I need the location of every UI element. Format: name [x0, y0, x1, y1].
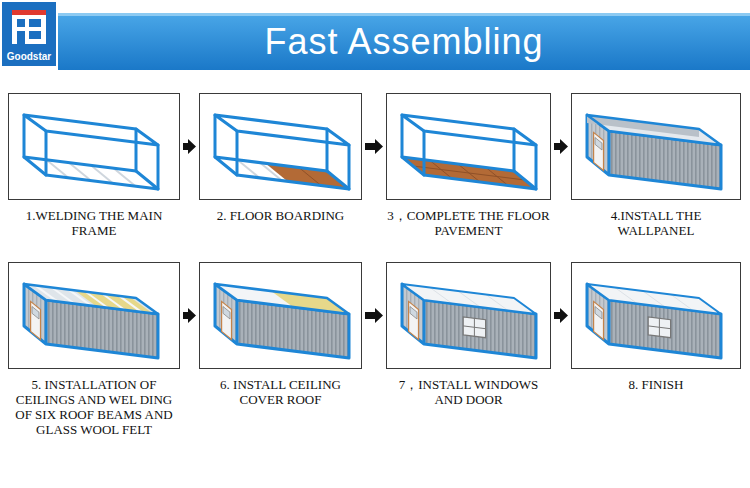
- drawing-part: [46, 160, 135, 186]
- drawing-part: [215, 115, 349, 189]
- drawing-part: [24, 284, 158, 358]
- wall-drawing: [587, 115, 721, 189]
- step-caption: 2. FLOOR BOARDING: [198, 208, 363, 223]
- drawing-part: [409, 301, 419, 339]
- drawing-part: [24, 115, 158, 189]
- drawing-part: [31, 301, 41, 339]
- step-panel: 4.INSTALL THE WALLPANEL: [571, 93, 741, 200]
- drawing-part: [402, 284, 536, 358]
- drawing-part: [594, 132, 604, 170]
- step-caption: 3，COMPLETE THE FLOOR PAVEMENT: [386, 208, 551, 238]
- drawing-part: [402, 284, 536, 314]
- title-banner: [58, 13, 750, 70]
- drawing-part: [24, 284, 158, 314]
- logo-text: Goodstar: [2, 51, 56, 62]
- drawing-part: [215, 284, 349, 358]
- drawing-part: [587, 115, 721, 145]
- banner-highlight: [58, 13, 750, 16]
- step-panel: 3，COMPLETE THE FLOOR PAVEMENT: [386, 93, 551, 200]
- flow-arrow: [183, 308, 196, 323]
- floor-drawing: [215, 115, 349, 189]
- drawing-part: [648, 317, 670, 338]
- drawing-part: [29, 31, 41, 39]
- logo-icon: [12, 10, 46, 44]
- step-caption: 7，INSTALL WINDOWS AND DOOR: [386, 377, 551, 407]
- drawing-part: [12, 10, 46, 15]
- window-drawing: [402, 284, 536, 358]
- step-caption: 8. FINISH: [574, 377, 739, 392]
- drawing-part: [402, 115, 536, 189]
- flow-arrow: [365, 139, 383, 154]
- roof-drawing: [215, 284, 349, 358]
- drawing-part: [463, 317, 485, 338]
- step-panel: 6. INSTALL CEILING COVER ROOF: [199, 262, 362, 369]
- drawing-part: [587, 284, 721, 314]
- step-panel: 2. FLOOR BOARDING: [199, 93, 362, 200]
- drawing-part: [222, 301, 232, 339]
- drawing-part: [215, 284, 349, 314]
- step-caption: 1.WELDING THE MAIN FRAME: [12, 208, 177, 238]
- floor-drawing: [402, 115, 536, 189]
- frame-drawing: [24, 115, 158, 189]
- finished-drawing: [587, 284, 721, 358]
- step-panel: 7，INSTALL WINDOWS AND DOOR: [386, 262, 551, 369]
- flow-arrow: [554, 139, 568, 154]
- drawing-part: [17, 31, 25, 44]
- step-panel: 5. INSTALLATION OF CEILINGS AND WEL DING…: [8, 262, 180, 369]
- drawing-part: [12, 10, 46, 44]
- step-caption: 5. INSTALLATION OF CEILINGS AND WEL DING…: [12, 377, 177, 437]
- flow-arrow: [183, 139, 196, 154]
- flow-arrow: [554, 308, 568, 323]
- step-caption: 6. INSTALL CEILING COVER ROOF: [198, 377, 363, 407]
- flow-arrow: [365, 308, 383, 323]
- step-panel: 1.WELDING THE MAIN FRAME: [8, 93, 180, 200]
- drawing-part: [17, 19, 25, 27]
- drawing-part: [29, 19, 41, 27]
- step-panel: 8. FINISH: [571, 262, 741, 369]
- banner-title: Fast Assembling: [58, 13, 750, 70]
- drawing-part: [587, 284, 721, 358]
- ceiling-drawing: [24, 284, 158, 358]
- logo-ground: [2, 2, 56, 66]
- step-caption: 4.INSTALL THE WALLPANEL: [574, 208, 739, 238]
- drawing-part: [594, 301, 604, 339]
- drawing-part: [587, 115, 721, 189]
